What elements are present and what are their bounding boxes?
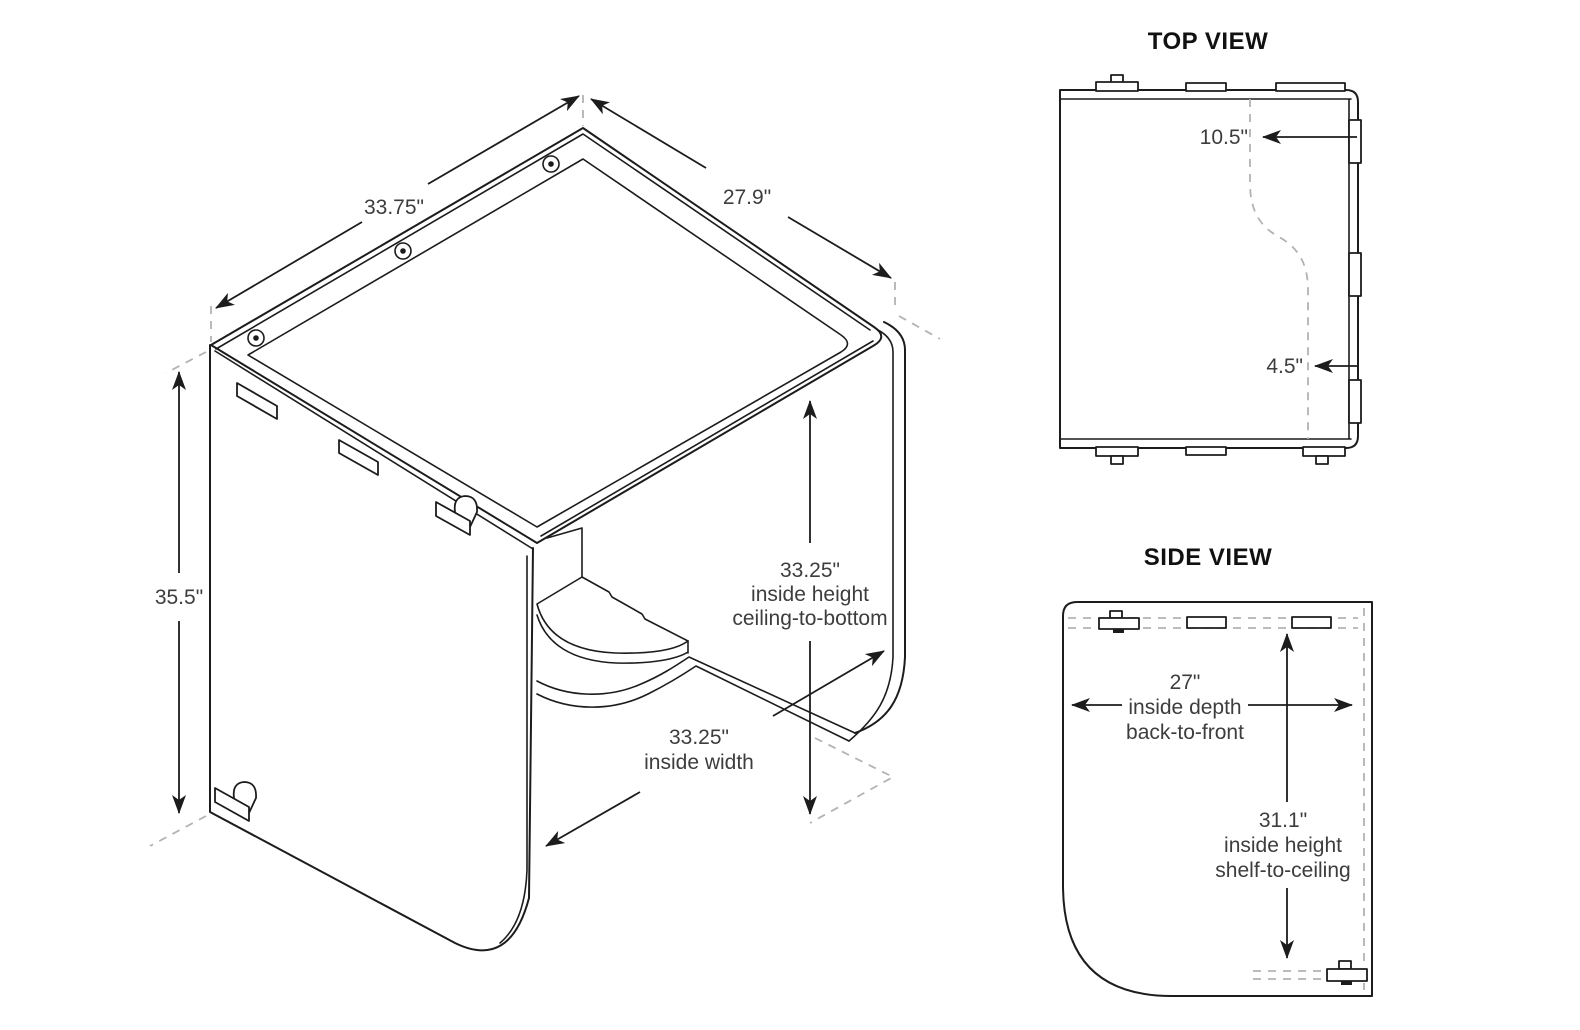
top-view: TOP VIEW 10.5" 4.5" <box>1059 28 1362 465</box>
top-view-outer-rect <box>1059 89 1359 449</box>
left-panel-outline <box>209 344 534 952</box>
svg-text:33.25": 33.25" <box>780 559 840 582</box>
side-view-tabs <box>1098 610 1368 985</box>
desk-edge-hidden-curve <box>1249 99 1309 439</box>
tab <box>1095 446 1139 457</box>
screw-icon <box>247 329 265 347</box>
screw-icon <box>394 242 412 260</box>
right-panel-front-inner <box>848 329 894 742</box>
svg-text:33.25": 33.25" <box>669 726 729 749</box>
guide-right-corner-diag <box>898 315 941 340</box>
dim-arrow-27-9-up <box>590 98 707 169</box>
latch-clip <box>214 781 257 822</box>
tab <box>1275 82 1346 92</box>
top-view-outline <box>1059 74 1362 465</box>
guide-hidden-floor-corner <box>809 737 895 824</box>
tab-nub <box>1109 610 1123 619</box>
tab <box>1326 968 1368 982</box>
tab-tick <box>1113 629 1124 633</box>
svg-text:shelf-to-ceiling: shelf-to-ceiling <box>1215 859 1350 882</box>
tab <box>1185 82 1227 92</box>
isometric-view: 33.75" 27.9" 35.5" 33.25" inside height … <box>149 95 941 952</box>
svg-text:inside width: inside width <box>644 751 754 774</box>
tab <box>1095 81 1139 92</box>
svg-text:ceiling-to-bottom: ceiling-to-bottom <box>732 607 887 630</box>
tab <box>1098 617 1140 630</box>
side-view-hidden-lines <box>1068 608 1365 990</box>
floor-front-rim-inner <box>536 665 850 742</box>
side-view: SIDE VIEW 27" inside dep <box>1062 544 1373 997</box>
edge-notch <box>1348 379 1362 424</box>
dim-label-width-top-left: 33.75" <box>364 196 424 219</box>
svg-text:inside depth: inside depth <box>1128 696 1241 719</box>
tab-nub <box>1110 455 1124 465</box>
iso-dashed-guides <box>149 95 941 847</box>
dim-label-depth-top-right: 27.9" <box>723 186 771 209</box>
svg-text:inside height: inside height <box>1224 834 1342 857</box>
top-view-title: TOP VIEW <box>1148 28 1268 55</box>
shelf-thickness-edge <box>536 614 689 664</box>
latch-clip <box>435 495 478 536</box>
shelf-top-back-edge <box>581 576 689 642</box>
svg-text:31.1": 31.1" <box>1259 809 1307 832</box>
interior-back-edge <box>546 527 583 578</box>
dim-label-depth-front: 4.5" <box>1266 355 1303 378</box>
side-view-dimension-lines <box>1071 633 1353 959</box>
right-panel-front-outer <box>854 321 906 734</box>
dim-arrow-inside-width-up <box>772 650 885 717</box>
dim-label-inside-depth: 27" inside depth back-to-front <box>1126 671 1244 744</box>
tab <box>1302 446 1346 457</box>
dim-label-shelf-height: 31.1" inside height shelf-to-ceiling <box>1215 809 1350 882</box>
panel-slot <box>236 382 278 420</box>
screw-icon <box>542 155 560 173</box>
dim-label-depth-back: 10.5" <box>1200 126 1248 149</box>
guide-left-bottom-diag <box>149 815 207 847</box>
left-panel-front-thickness <box>499 555 528 944</box>
dim-arrow-27-9-down <box>787 216 892 279</box>
ceiling-thickness-edge <box>215 133 871 350</box>
svg-text:inside height: inside height <box>751 583 869 606</box>
tab-tick <box>1341 981 1352 985</box>
guide-left-corner-diag <box>165 351 207 374</box>
top-view-wall-thickness <box>1059 98 1352 440</box>
dim-arrow-33-75-right <box>427 95 580 185</box>
svg-text:27": 27" <box>1170 671 1201 694</box>
svg-text:back-to-front: back-to-front <box>1126 721 1244 744</box>
iso-right-panel <box>848 321 906 742</box>
tab <box>1291 616 1332 629</box>
dim-arrow-inside-width-down <box>545 791 641 847</box>
dim-label-inside-width: 33.25" inside width <box>644 726 754 774</box>
tab <box>1186 616 1227 629</box>
side-panel-outline <box>1062 601 1373 997</box>
side-view-title: SIDE VIEW <box>1144 544 1273 571</box>
panel-slot <box>338 439 379 476</box>
dim-arrow-33-75-left <box>215 221 363 309</box>
tab-nub <box>1315 455 1329 465</box>
tab-nub <box>1338 960 1352 970</box>
tab <box>1185 446 1227 456</box>
iso-ceiling <box>210 127 883 550</box>
floor-front-rim-outer <box>536 656 856 734</box>
iso-left-panel <box>209 344 534 952</box>
ceiling-inner-rim <box>247 158 849 528</box>
dim-label-outer-height: 35.5" <box>155 586 203 609</box>
iso-dimension-lines <box>172 95 892 847</box>
shelf-top-front-edge <box>536 576 689 654</box>
front-rim-inner-edge <box>540 340 874 537</box>
iso-interior <box>536 527 856 742</box>
dim-label-inside-height: 33.25" inside height ceiling-to-bottom <box>732 559 887 630</box>
left-panel-top-inner-edge <box>214 350 534 550</box>
edge-notch <box>1348 119 1362 164</box>
edge-notch <box>1348 252 1362 297</box>
ceiling-outer-edge <box>210 127 883 544</box>
